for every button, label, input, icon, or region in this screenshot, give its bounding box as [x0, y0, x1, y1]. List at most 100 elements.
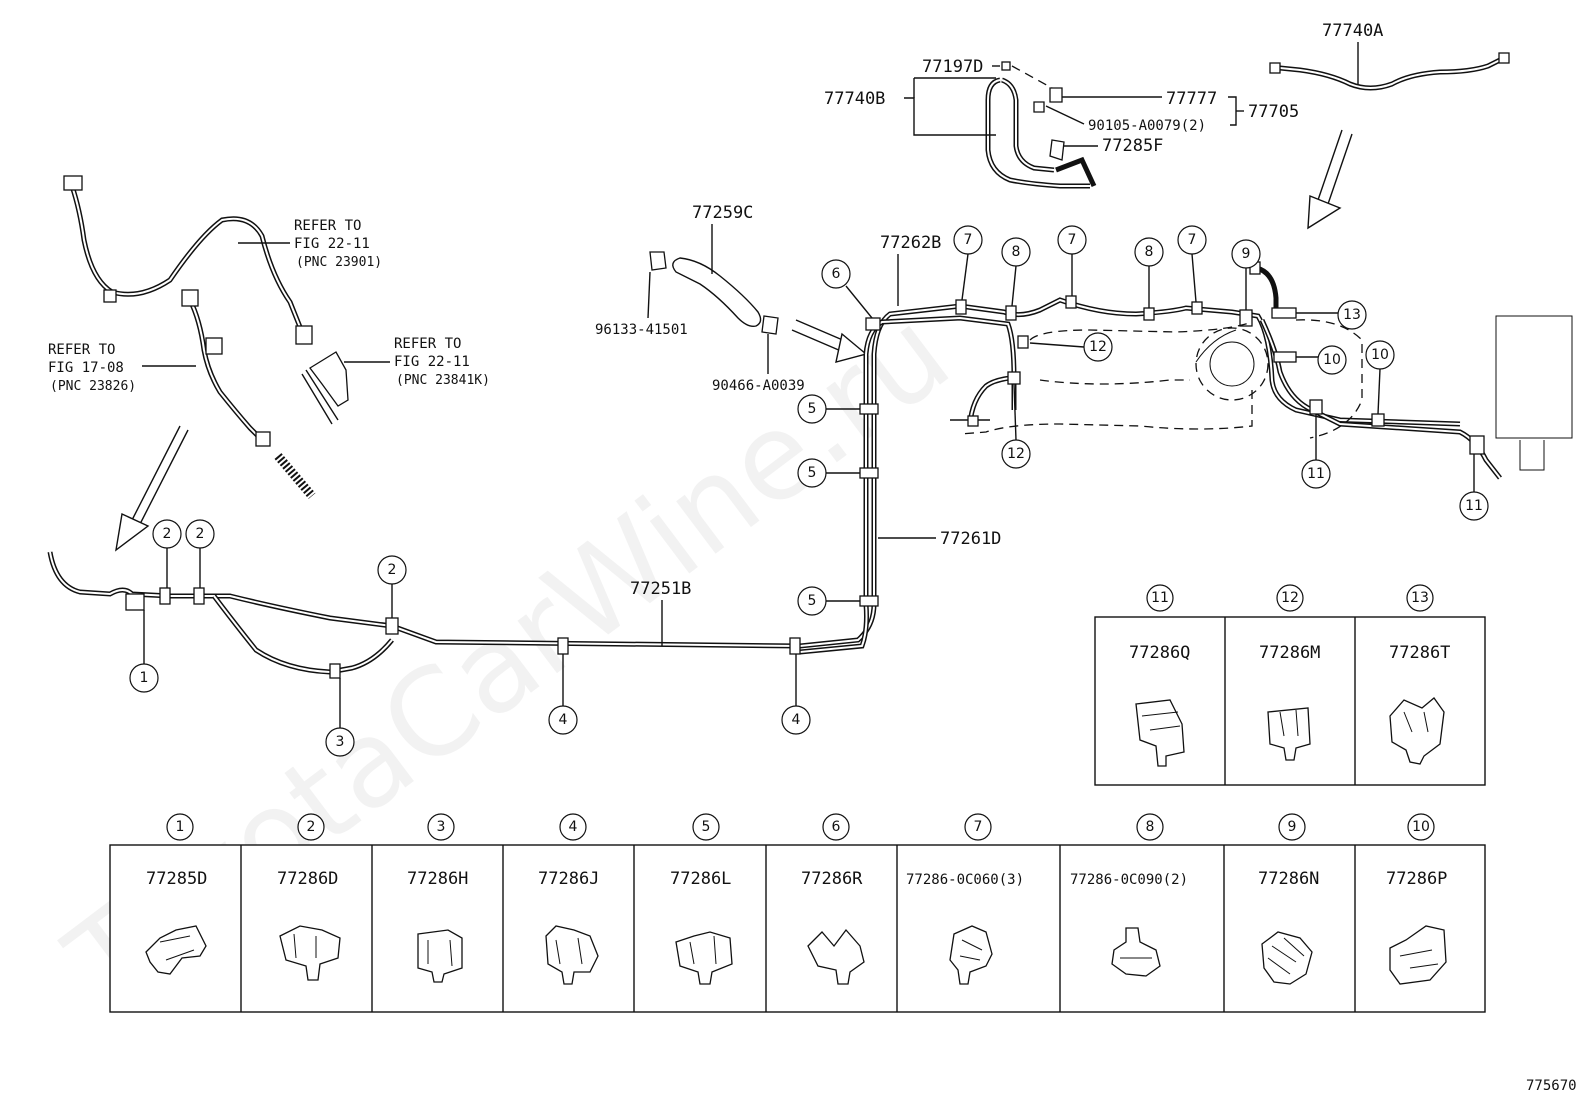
clip-icon-77286T — [1389, 697, 1445, 765]
callout-7 — [953, 225, 983, 255]
ref3-line2: FIG 22-11 — [394, 354, 470, 370]
svg-text:7: 7 — [1068, 232, 1077, 248]
clip-icon-77286-0C090 — [1111, 927, 1161, 977]
svg-text:5: 5 — [702, 819, 711, 835]
svg-text:10: 10 — [1412, 819, 1430, 835]
svg-text:6: 6 — [832, 819, 841, 835]
clip-icon-77286-0C060 — [949, 925, 993, 985]
label-90466-A0039: 90466-A0039 — [712, 378, 805, 394]
svg-text:11: 11 — [1465, 498, 1483, 514]
figure-id: 775670 — [1526, 1078, 1577, 1094]
label-77261D: 77261D — [940, 529, 1001, 549]
ref1-line3: (PNC 23901) — [296, 255, 382, 270]
callout-4 — [781, 705, 811, 735]
arrow-icon — [115, 425, 189, 552]
svg-text:8: 8 — [1012, 244, 1021, 260]
svg-text:2: 2 — [163, 526, 172, 542]
callout-5 — [797, 586, 827, 616]
ref2-line3: (PNC 23826) — [50, 379, 136, 394]
callout-10 — [1365, 340, 1395, 370]
svg-text:12: 12 — [1281, 590, 1299, 606]
part-77285D: 77285D — [146, 869, 207, 889]
svg-text:1: 1 — [176, 819, 185, 835]
part-77286-0C060: 77286-0C060(3) — [906, 872, 1024, 888]
arrow-icon — [791, 319, 868, 363]
part-77286T: 77286T — [1389, 643, 1450, 663]
clip-table-top-headers: 11 12 13 — [1146, 584, 1434, 612]
svg-text:9: 9 — [1288, 819, 1297, 835]
callout-1 — [129, 663, 159, 693]
arrow-icon — [1307, 129, 1353, 230]
svg-text:3: 3 — [336, 734, 345, 750]
svg-text:6: 6 — [832, 266, 841, 282]
clip-table-bottom-headers: 1 2 3 4 5 6 7 8 9 10 — [166, 813, 1435, 841]
label-90105-A0079: 90105-A0079(2) — [1088, 118, 1206, 134]
clip-icon-77286Q — [1135, 699, 1185, 767]
callout-9 — [1231, 239, 1261, 269]
callout-7 — [1177, 225, 1207, 255]
callout-12 — [1083, 332, 1113, 362]
clip-icon-77286D — [279, 925, 341, 981]
label-77740A: 77740A — [1322, 21, 1383, 41]
part-77286P: 77286P — [1386, 869, 1447, 889]
part-77740A-drawing — [1269, 42, 1510, 91]
clip-table-bottom — [109, 844, 1486, 1013]
ref1-line2: FIG 22-11 — [294, 236, 370, 252]
leader-dashed — [1011, 65, 1053, 89]
label-77740B: 77740B — [824, 89, 885, 109]
part-77286D: 77286D — [277, 869, 338, 889]
label-96133-41501: 96133-41501 — [595, 322, 688, 338]
clip-icon-77286N — [1261, 931, 1313, 985]
part-77286N: 77286N — [1258, 869, 1319, 889]
svg-text:7: 7 — [1188, 232, 1197, 248]
clip-icon-77286R — [807, 928, 865, 985]
callout-2 — [185, 519, 215, 549]
callout-5 — [797, 394, 827, 424]
part-77740B-drawing — [985, 61, 1097, 189]
callout-3 — [325, 727, 355, 757]
part-77259C-drawing — [649, 251, 779, 335]
label-77251B: 77251B — [630, 579, 691, 599]
ref2-line2: FIG 17-08 — [48, 360, 124, 376]
svg-text:9: 9 — [1242, 246, 1251, 262]
svg-text:7: 7 — [974, 819, 983, 835]
svg-text:2: 2 — [388, 562, 397, 578]
clip-icon-77286P — [1389, 925, 1447, 985]
svg-text:12: 12 — [1089, 339, 1107, 355]
ref-hoses-drawing — [63, 175, 349, 499]
svg-text:2: 2 — [196, 526, 205, 542]
part-77286M: 77286M — [1259, 643, 1320, 663]
label-77197D: 77197D — [922, 57, 983, 77]
callout-12 — [1001, 439, 1031, 469]
clip-icon-77286J — [545, 925, 599, 985]
label-77262B: 77262B — [880, 233, 941, 253]
svg-text:8: 8 — [1146, 819, 1155, 835]
svg-text:5: 5 — [808, 593, 817, 609]
part-77286H: 77286H — [407, 869, 468, 889]
svg-text:7: 7 — [964, 232, 973, 248]
svg-text:4: 4 — [569, 819, 578, 835]
svg-text:8: 8 — [1145, 244, 1154, 260]
clip-icon-77286L — [675, 931, 733, 985]
callout-13 — [1337, 300, 1367, 330]
callout-2 — [377, 555, 407, 585]
part-77286J: 77286J — [538, 869, 599, 889]
svg-text:2: 2 — [307, 819, 316, 835]
label-77285F: 77285F — [1102, 136, 1163, 156]
ref1-line1: REFER TO — [294, 218, 361, 234]
clip-icon-77286H — [417, 929, 463, 983]
svg-text:12: 12 — [1007, 446, 1025, 462]
svg-text:11: 11 — [1151, 590, 1169, 606]
part-77286R: 77286R — [801, 869, 863, 889]
callout-10 — [1317, 345, 1347, 375]
svg-text:13: 13 — [1411, 590, 1429, 606]
label-77259C: 77259C — [692, 203, 753, 223]
svg-text:1: 1 — [140, 670, 149, 686]
ref3-line1: REFER TO — [394, 336, 461, 352]
diagram-callouts: 1 2 2 2 3 4 4 5 5 5 6 7 7 7 8 — [129, 225, 1489, 757]
svg-text:4: 4 — [559, 712, 568, 728]
callout-4 — [548, 705, 578, 735]
callout-8 — [1134, 237, 1164, 267]
part-77286-0C090: 77286-0C090(2) — [1070, 872, 1188, 888]
callout-7 — [1057, 225, 1087, 255]
